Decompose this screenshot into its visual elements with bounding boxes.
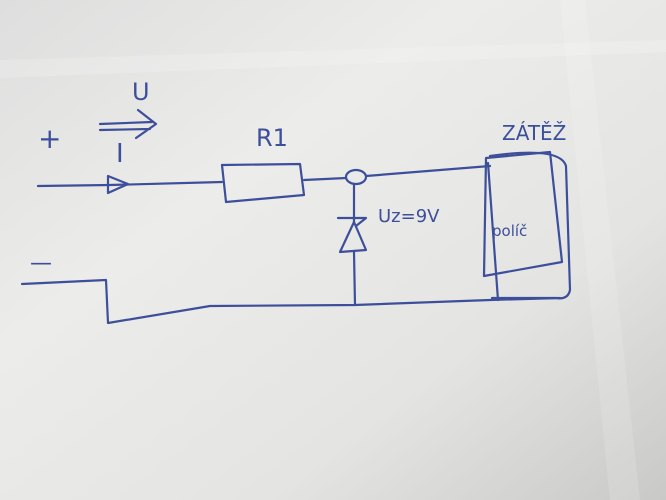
load-title: ZÁTĚŽ xyxy=(502,121,566,145)
zener-bottom-lead xyxy=(352,250,357,307)
voltage-arrow xyxy=(98,108,158,140)
current-arrow xyxy=(106,174,130,195)
zener-voltage-label: Uz=9V xyxy=(378,206,440,227)
zener-bar xyxy=(336,216,368,228)
ground-wire xyxy=(20,278,562,325)
load-inner-box xyxy=(482,150,564,278)
paper-fold-vertical xyxy=(560,0,640,500)
current-label: I xyxy=(116,139,124,169)
load-top-wire xyxy=(364,164,492,178)
minus-label: — xyxy=(30,251,52,276)
load-lead xyxy=(486,161,500,302)
paper-fold xyxy=(0,40,666,78)
resistor-r1 xyxy=(220,162,306,204)
resistor-label: R1 xyxy=(256,124,288,152)
plus-label: + xyxy=(38,122,61,155)
zener-diode xyxy=(338,220,368,254)
voltage-label: U xyxy=(132,78,150,106)
positive-wire xyxy=(36,180,224,188)
load-outer-box xyxy=(488,151,572,300)
resistor-node-wire xyxy=(302,176,348,182)
load-inner-label: políč xyxy=(492,222,527,240)
